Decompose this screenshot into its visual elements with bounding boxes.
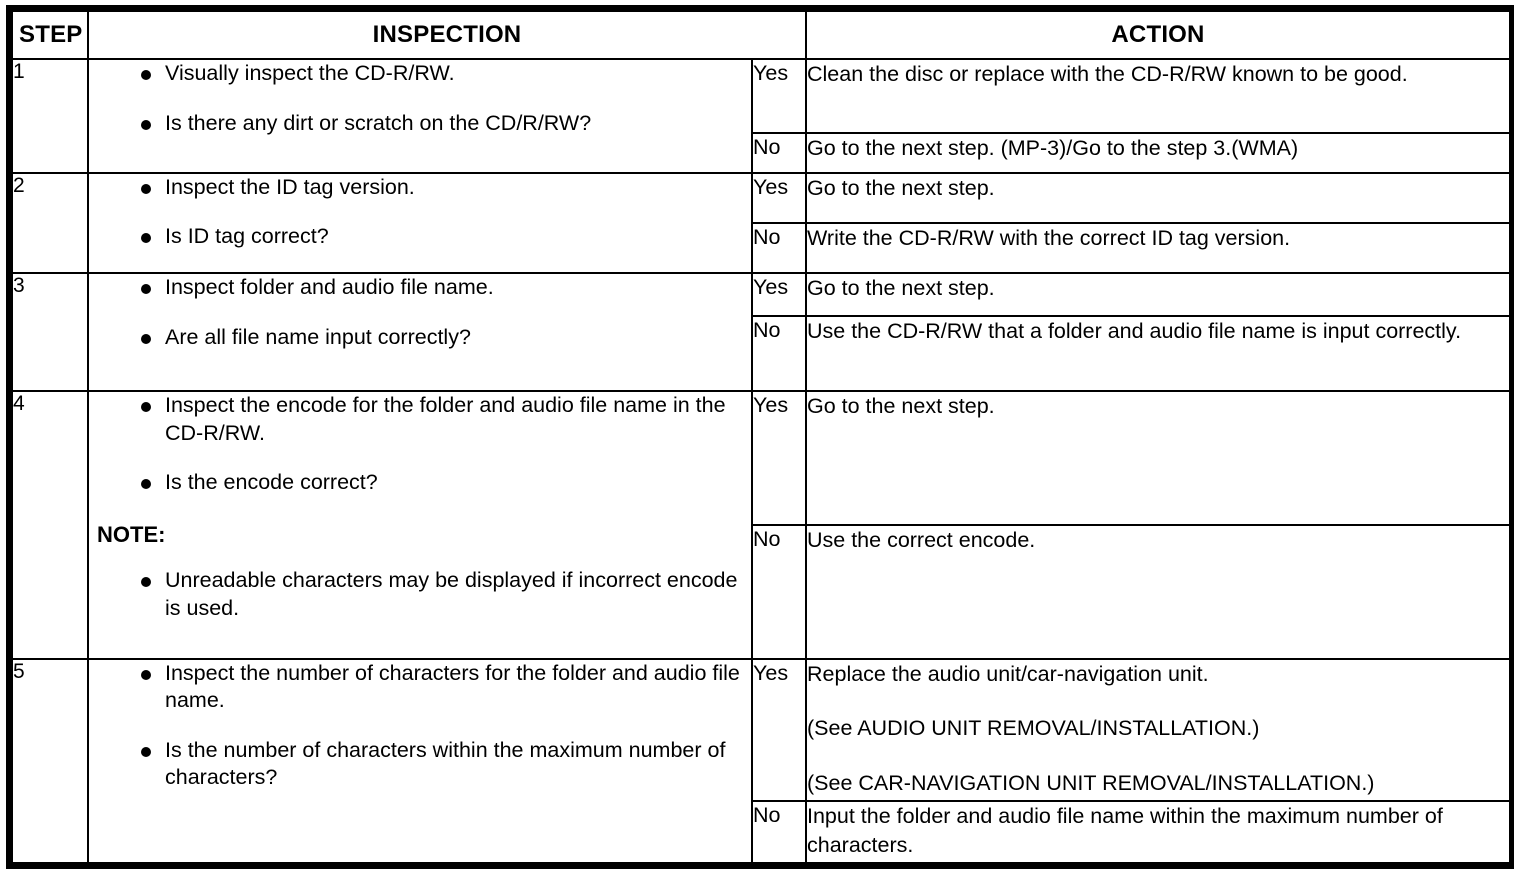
inspection-cell: Inspect the ID tag version. Is ID tag cor…	[87, 171, 753, 275]
inspection-bullet-list: Inspect the number of characters for the…	[89, 660, 751, 792]
action-line: Use the correct encode.	[807, 527, 1036, 552]
action-cell: Use the CD-R/RW that a folder and audio …	[805, 315, 1511, 393]
inspection-bullet: Inspect the number of characters for the…	[89, 660, 751, 715]
note-bullet: Unreadable characters may be displayed i…	[89, 567, 751, 622]
answer-cell-no: No	[751, 523, 807, 660]
answer-cell-no: No	[751, 315, 807, 393]
action-cell: Write the CD-R/RW with the correct ID ta…	[805, 222, 1511, 275]
answer-cell-yes: Yes	[751, 272, 807, 318]
answer-cell-yes: Yes	[751, 171, 807, 225]
action-line: (See AUDIO UNIT REMOVAL/INSTALLATION.)	[807, 716, 1260, 741]
inspection-bullet-list: Visually inspect the CD-R/RW. Is there an…	[89, 60, 751, 137]
action-line: Use the CD-R/RW that a folder and audio …	[807, 319, 1462, 344]
action-cell: Input the folder and audio file name wit…	[805, 800, 1511, 864]
action-cell: Go to the next step.	[805, 171, 1511, 225]
inspection-cell: Inspect folder and audio file name. Are a…	[87, 272, 753, 393]
action-line: Write the CD-R/RW with the correct ID ta…	[807, 226, 1291, 251]
inspection-bullet: Is there any dirt or scratch on the CD/R…	[89, 110, 751, 138]
inspection-bullet-list: Inspect the encode for the folder and au…	[89, 392, 751, 497]
inspection-bullet: Is ID tag correct?	[89, 223, 751, 251]
step-number-cell: 3	[11, 272, 89, 393]
action-cell: Go to the next step.	[805, 272, 1511, 318]
action-cell: Replace the audio unit/car-navigation un…	[805, 657, 1511, 803]
note-bullet-list: Unreadable characters may be displayed i…	[89, 567, 751, 622]
action-cell: Use the correct encode.	[805, 523, 1511, 660]
inspection-bullet: Visually inspect the CD-R/RW.	[89, 60, 751, 88]
answer-cell-no: No	[751, 800, 807, 864]
inspection-cell: Inspect the number of characters for the…	[87, 657, 753, 865]
action-line: Input the folder and audio file name wit…	[807, 804, 1443, 857]
action-line: Go to the next step. (MP-3)/Go to the st…	[807, 135, 1299, 160]
header-action: ACTION	[805, 9, 1511, 61]
inspection-bullet-list: Inspect the ID tag version. Is ID tag cor…	[89, 174, 751, 251]
answer-cell-yes: Yes	[751, 390, 807, 526]
action-cell: Go to the next step. (MP-3)/Go to the st…	[805, 131, 1511, 174]
action-line: Go to the next step.	[807, 175, 995, 200]
action-cell: Clean the disc or replace with the CD-R/…	[805, 58, 1511, 134]
action-line: Go to the next step.	[807, 394, 995, 419]
inspection-bullet: Are all file name input correctly?	[89, 324, 751, 352]
inspection-bullet: Is the number of characters within the m…	[89, 737, 751, 792]
action-line: Clean the disc or replace with the CD-R/…	[807, 62, 1408, 87]
action-line: Go to the next step.	[807, 276, 995, 301]
inspection-bullet: Inspect the encode for the folder and au…	[89, 392, 751, 447]
action-cell: Go to the next step.	[805, 390, 1511, 526]
inspection-bullet: Inspect folder and audio file name.	[89, 274, 751, 302]
step-number-cell: 5	[11, 657, 89, 865]
answer-cell-yes: Yes	[751, 657, 807, 803]
step-number-cell: 4	[11, 390, 89, 660]
action-line: (See CAR-NAVIGATION UNIT REMOVAL/INSTALL…	[807, 770, 1375, 795]
header-step: STEP	[11, 9, 89, 61]
step-number-cell: 1	[11, 58, 89, 174]
answer-cell-yes: Yes	[751, 58, 807, 134]
step-number-cell: 2	[11, 171, 89, 275]
inspection-bullet: Is the encode correct?	[89, 469, 751, 497]
inspection-bullet-list: Inspect folder and audio file name. Are a…	[89, 274, 751, 351]
action-line: Replace the audio unit/car-navigation un…	[807, 661, 1209, 686]
inspection-cell: Inspect the encode for the folder and au…	[87, 390, 753, 660]
answer-cell-no: No	[751, 131, 807, 174]
answer-cell-no: No	[751, 222, 807, 275]
inspection-bullet: Inspect the ID tag version.	[89, 174, 751, 202]
header-inspection: INSPECTION	[87, 9, 807, 61]
note-label: NOTE:	[97, 521, 166, 547]
inspection-cell: Visually inspect the CD-R/RW. Is there an…	[87, 58, 753, 174]
